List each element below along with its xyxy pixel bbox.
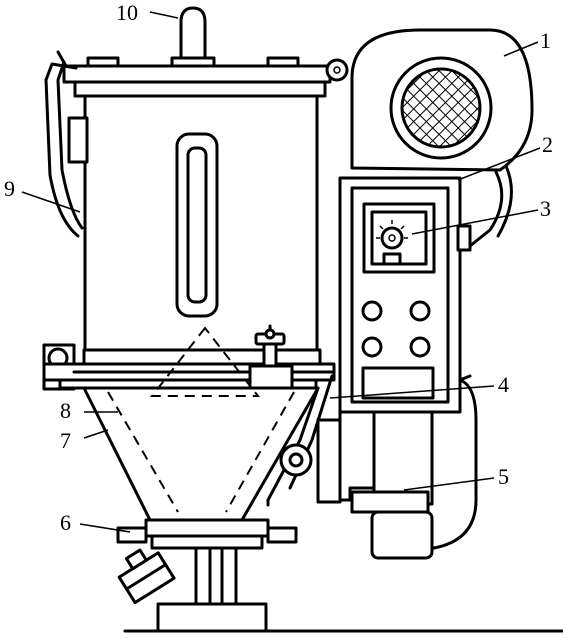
label-4: 4: [498, 372, 509, 397]
heater-duct: [338, 374, 478, 560]
label-7: 7: [60, 428, 71, 453]
blower-intake-grille: [400, 67, 482, 149]
label-9: 9: [4, 176, 15, 201]
label-1: 1: [540, 28, 551, 53]
control-button-3: [361, 336, 383, 358]
control-cabinet: [338, 176, 472, 414]
control-button-4: [409, 336, 431, 358]
label-3: 3: [540, 196, 551, 221]
temperature-controller: [362, 202, 436, 274]
control-button-2: [409, 300, 431, 322]
hopper-body: [73, 80, 327, 352]
label-10: 10: [116, 0, 138, 25]
conical-hopper: [82, 326, 320, 522]
flange-latch: [248, 324, 294, 390]
blower-unit: [350, 28, 534, 248]
lid-clamp-handle: [44, 50, 89, 238]
vent-pipe: [170, 6, 216, 70]
label-6: 6: [60, 510, 71, 535]
label-8: 8: [60, 398, 71, 423]
control-button-1: [361, 300, 383, 322]
leader-lines: [21, 11, 541, 533]
label-2: 2: [542, 132, 553, 157]
label-5: 5: [498, 464, 509, 489]
discharge-base: [116, 518, 298, 633]
